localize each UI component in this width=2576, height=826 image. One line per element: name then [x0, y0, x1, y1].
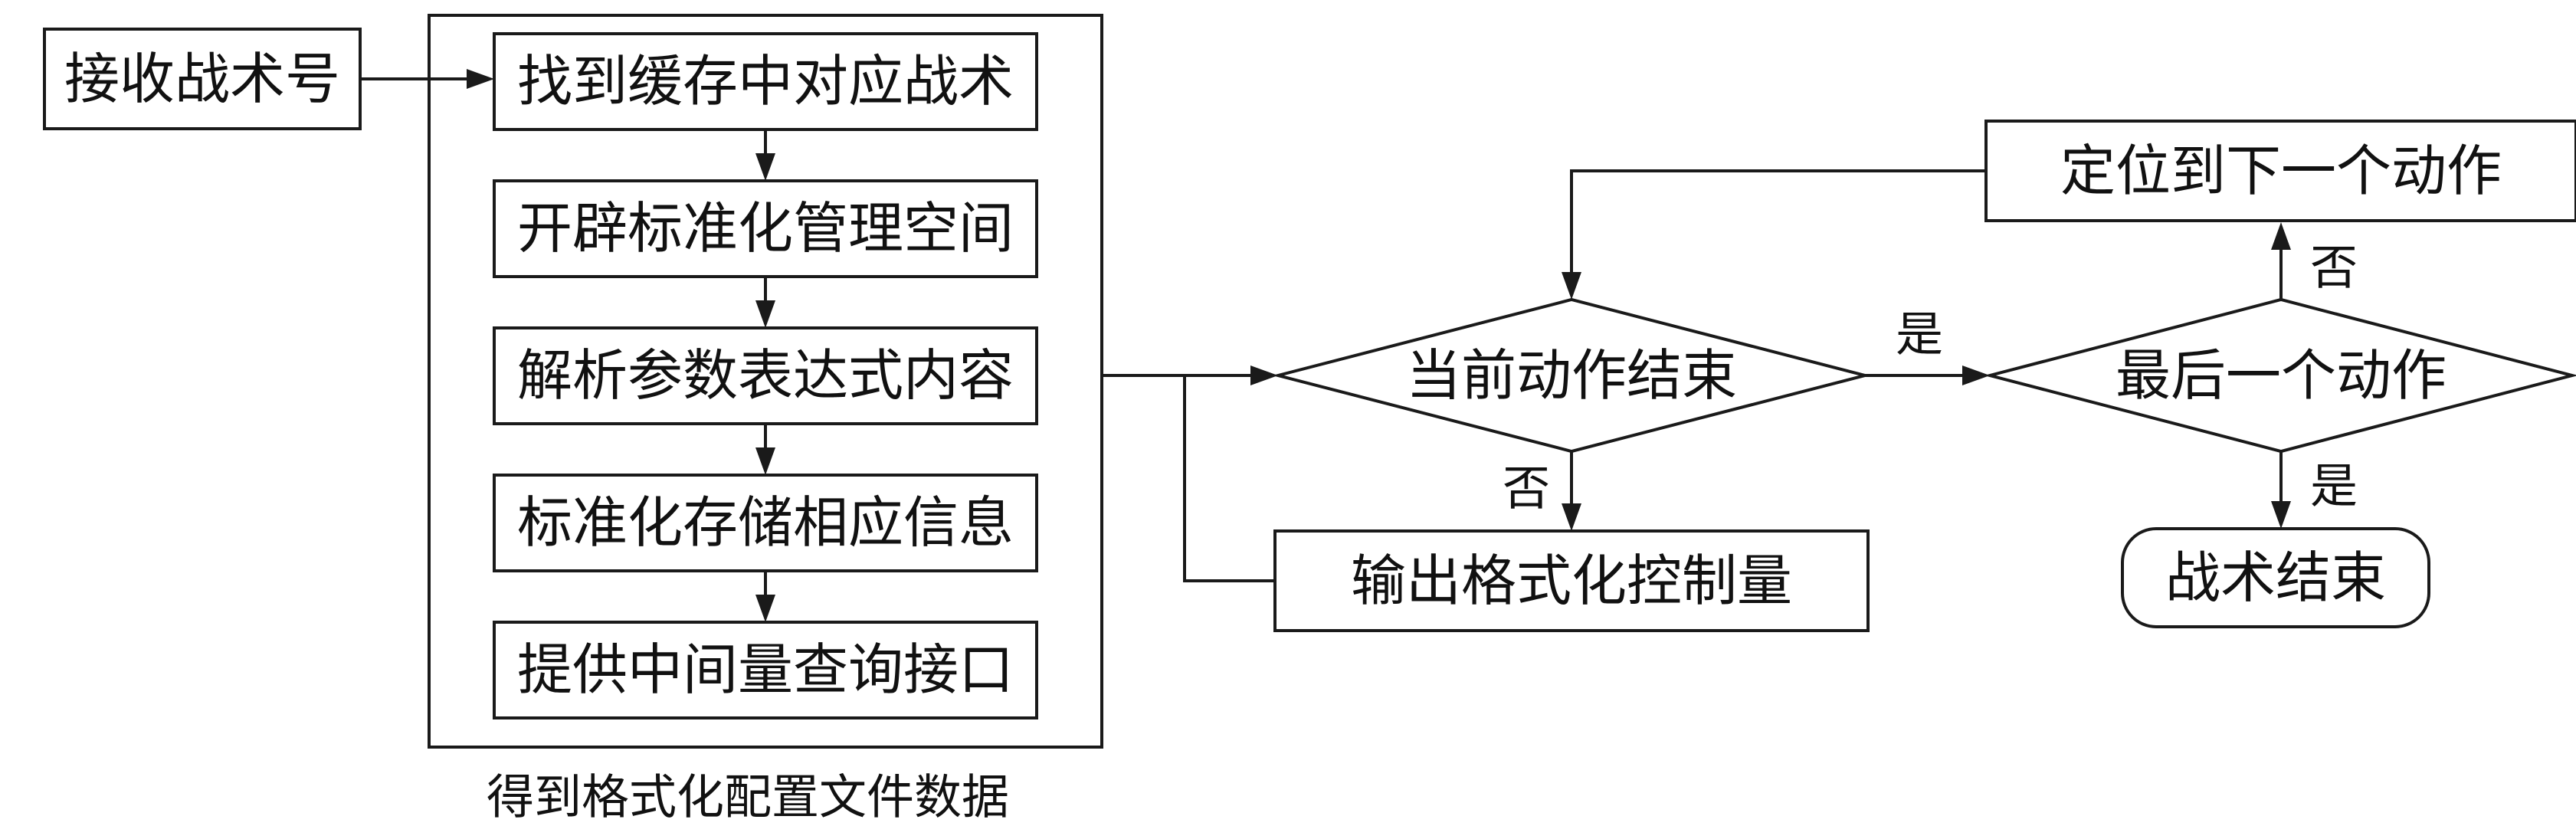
edge-output-loop	[1183, 375, 1275, 582]
arrowhead-allocate-parse	[755, 300, 775, 328]
arrowhead-group-decision	[1250, 365, 1278, 385]
arrowhead-next-action-loop	[1562, 272, 1581, 300]
config-processing-group	[428, 14, 1103, 749]
decision-last-action	[1984, 297, 2576, 454]
node-find-label: 找到缓存中对应战术	[517, 49, 1014, 113]
node-store-label: 标准化存储相应信息	[517, 490, 1014, 555]
node-provide-box	[493, 621, 1038, 719]
node-receive-box	[43, 28, 362, 130]
arrowhead-store-provide	[755, 595, 775, 622]
node-parse-label: 解析参数表达式内容	[517, 343, 1014, 408]
node-find-box	[493, 32, 1038, 131]
arrowhead-receive-find	[467, 69, 494, 89]
node-parse-box	[493, 326, 1038, 425]
label-current-end-no: 否	[1503, 461, 1550, 516]
node-receive-label: 接收战术号	[64, 47, 340, 111]
label-last-action-no: 否	[2310, 240, 2358, 296]
node-next-action-label: 定位到下一个动作	[2060, 139, 2502, 203]
arrowhead-current-end-yes	[1962, 365, 1990, 385]
edge-next-action-loop	[1570, 169, 1986, 272]
node-tactic-end-label: 战术结束	[2165, 546, 2386, 610]
arrowhead-find-allocate	[755, 153, 775, 181]
node-allocate-label: 开辟标准化管理空间	[517, 196, 1014, 261]
node-tactic-end-box	[2121, 527, 2430, 628]
group-caption: 得到格式化配置文件数据	[487, 769, 1009, 825]
arrowhead-last-action-no	[2271, 222, 2291, 250]
decision-last-action-label: 最后一个动作	[2116, 343, 2447, 408]
label-current-end-yes: 是	[1896, 306, 1943, 362]
node-output-box	[1273, 529, 1870, 632]
node-next-action-box	[1984, 120, 2576, 222]
arrowhead-current-end-no	[1562, 503, 1581, 531]
label-last-action-yes: 是	[2310, 458, 2358, 514]
decision-current-end-label: 当前动作结束	[1406, 343, 1737, 408]
arrowhead-parse-store	[755, 447, 775, 475]
node-output-label: 输出格式化控制量	[1351, 549, 1792, 613]
node-provide-label: 提供中间量查询接口	[517, 638, 1014, 702]
arrowhead-last-action-yes	[2271, 501, 2291, 529]
